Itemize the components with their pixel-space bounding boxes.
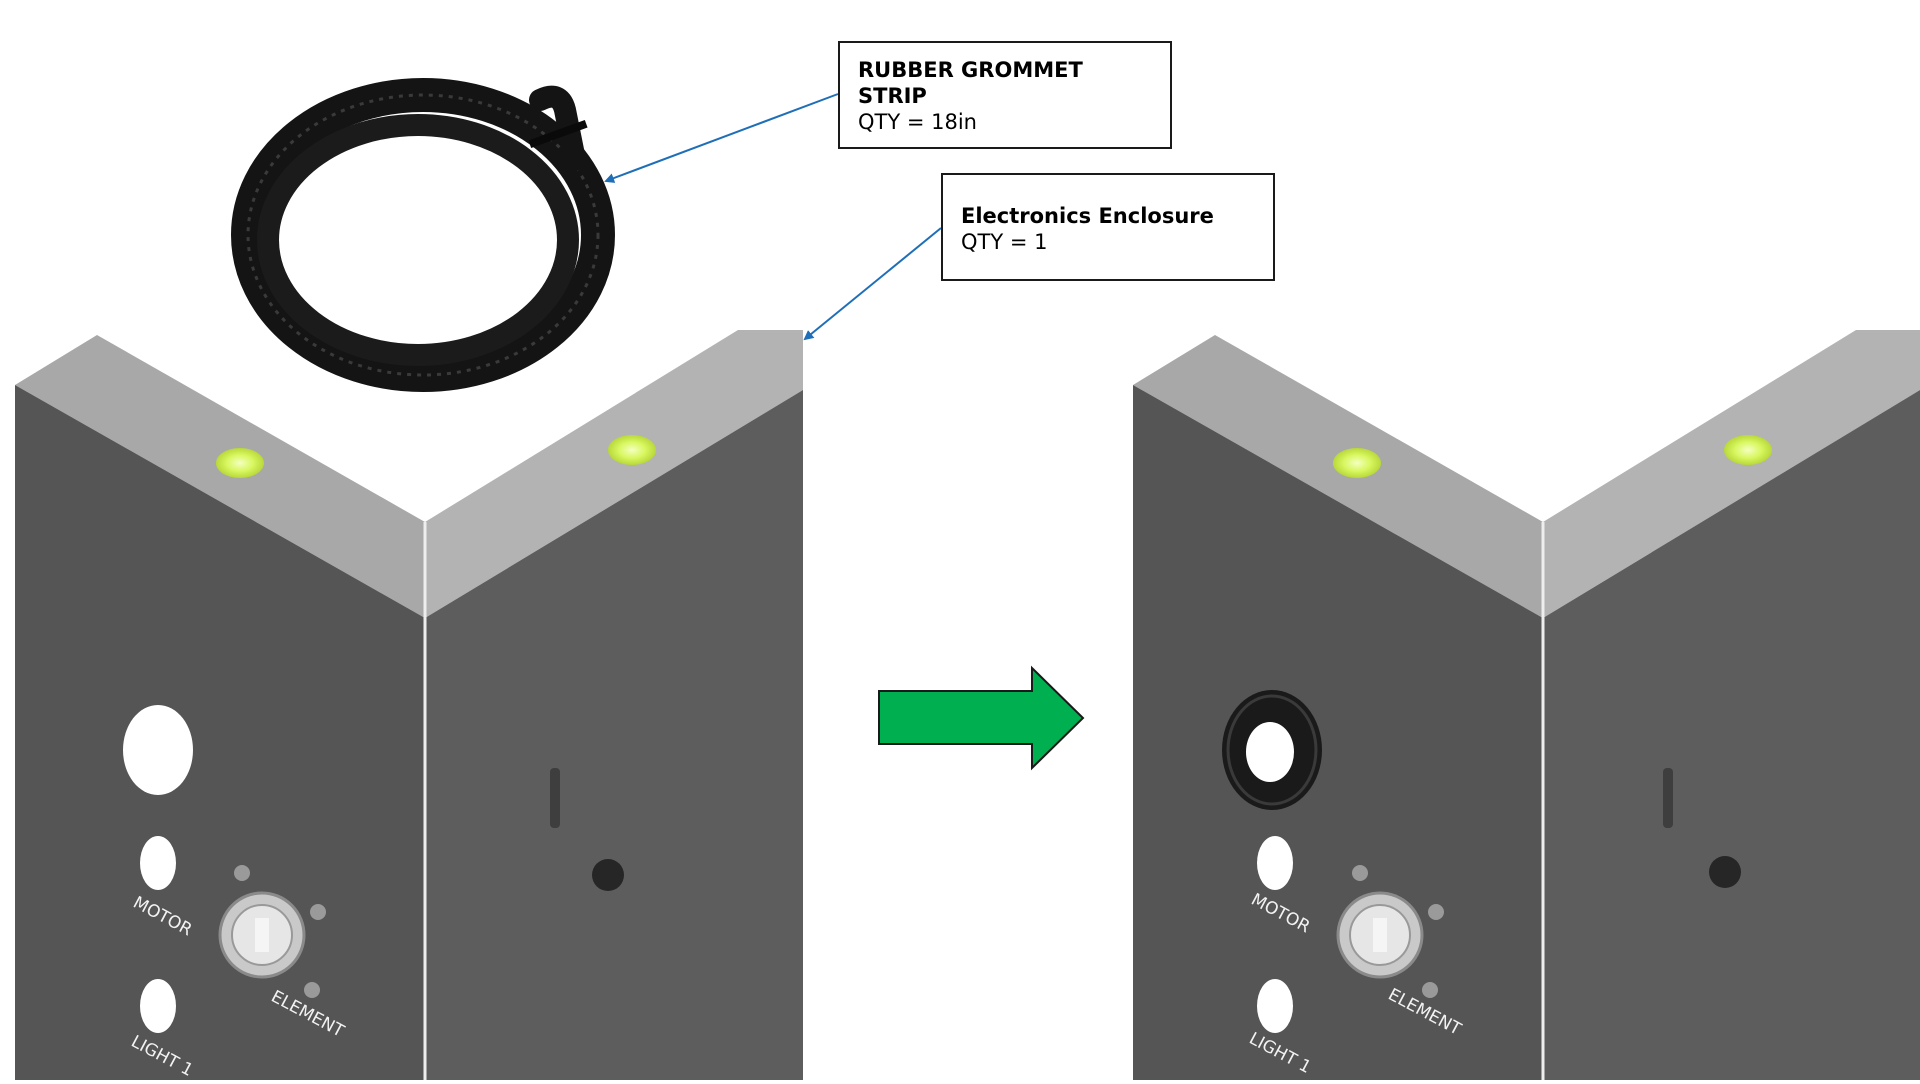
grommet-strip-callout: RUBBER GROMMET STRIP QTY = 18in — [838, 41, 1172, 149]
enclosure-callout: Electronics Enclosure QTY = 1 — [941, 173, 1275, 281]
motor-port-hole — [1257, 836, 1293, 890]
light-port-hole — [140, 979, 176, 1033]
process-arrow-icon — [878, 665, 1085, 771]
led-indicator-left — [1333, 448, 1381, 478]
motor-port-hole — [140, 836, 176, 890]
enclosure-top-left-flange — [1133, 335, 1543, 618]
screw-hole — [1709, 856, 1741, 888]
enclosure-top-right-flange — [425, 330, 803, 618]
enclosure-leader-line — [803, 227, 942, 341]
light-port-hole — [1257, 979, 1293, 1033]
enclosure-qty: QTY = 1 — [961, 230, 1048, 254]
empty-cutout-hole — [123, 705, 193, 795]
enclosure-before: MOTOR LIGHT 1 ELEMENT — [15, 330, 803, 1081]
enclosure-after: MOTOR LIGHT 1 ELEMENT — [1133, 330, 1920, 1080]
led-indicator-right — [608, 435, 656, 465]
rubber-grommet-strip-image — [231, 78, 615, 392]
grommet-leader-line — [604, 93, 839, 183]
enclosure-right-face — [425, 390, 803, 1080]
circular-connector — [218, 865, 326, 998]
latch-slot — [550, 768, 560, 828]
enclosure-title: Electronics Enclosure — [961, 204, 1214, 228]
latch-slot — [1663, 768, 1673, 828]
led-indicator-left — [216, 448, 264, 478]
installed-grommet — [1222, 690, 1322, 810]
circular-connector — [1336, 865, 1444, 998]
enclosure-top-right-flange — [1543, 330, 1920, 618]
enclosure-top-left-flange — [15, 335, 425, 618]
grommet-strip-title: RUBBER GROMMET STRIP — [858, 58, 1083, 108]
screw-hole — [592, 859, 624, 891]
grommet-strip-qty: QTY = 18in — [858, 110, 977, 134]
led-indicator-right — [1724, 435, 1772, 465]
enclosure-right-face — [1543, 390, 1920, 1080]
